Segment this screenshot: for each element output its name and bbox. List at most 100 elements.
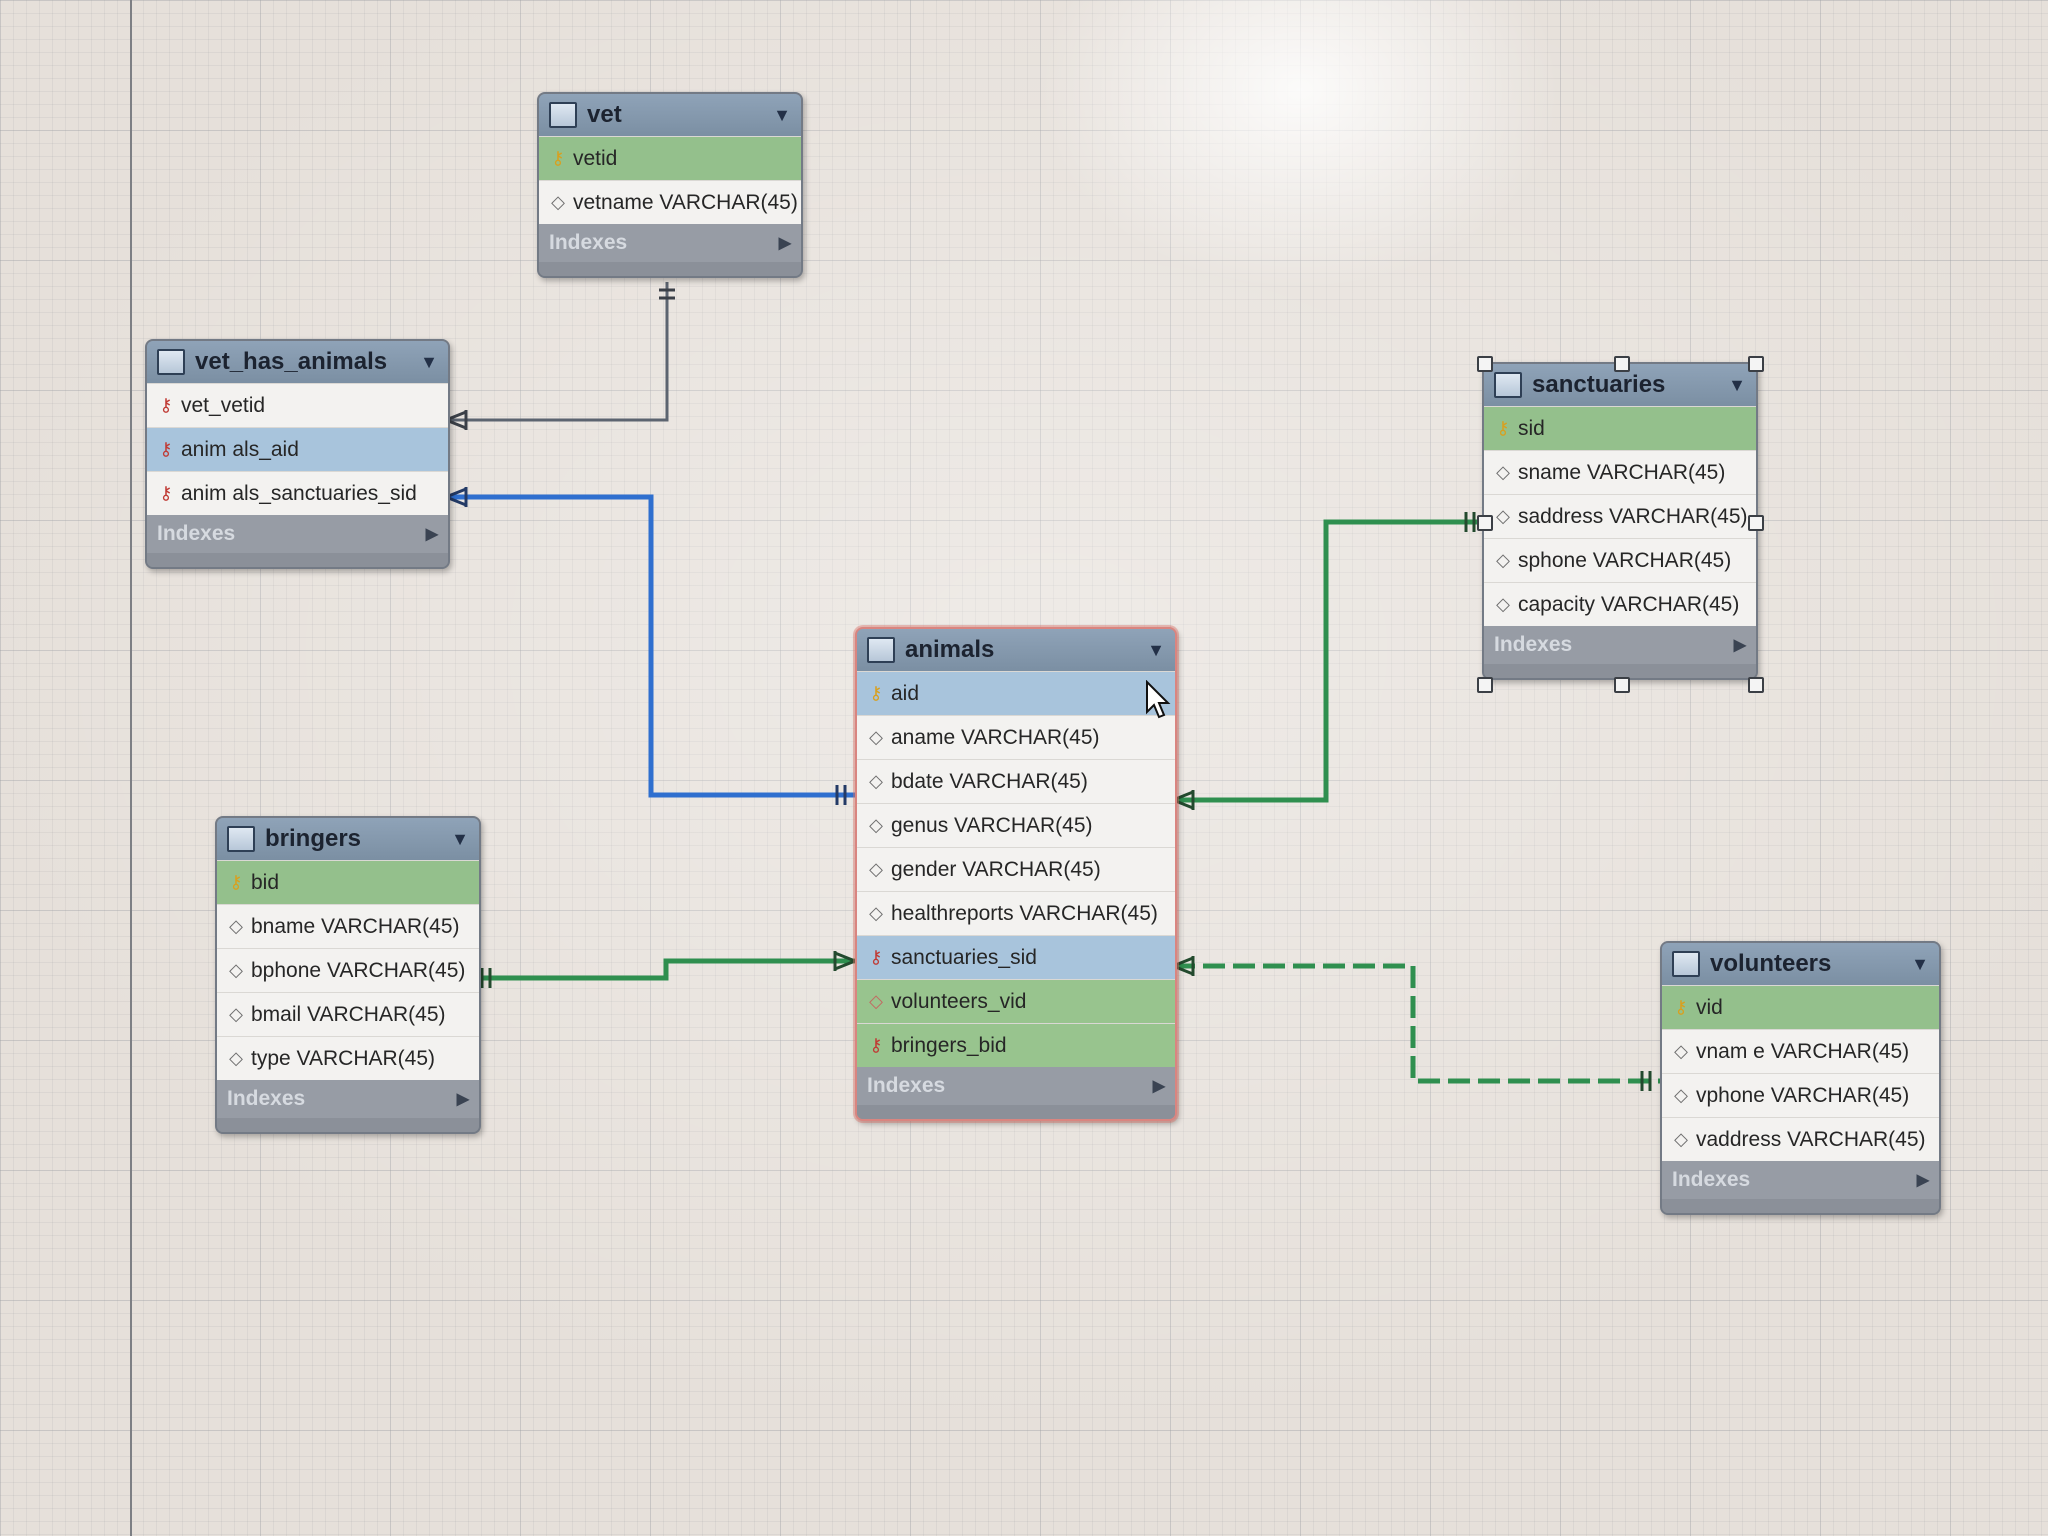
resize-handle-middle-left[interactable] (1477, 515, 1493, 531)
column-row[interactable]: ◇saddress VARCHAR(45) (1484, 494, 1756, 538)
column-row[interactable]: ◇genus VARCHAR(45) (857, 803, 1175, 847)
diamond-icon: ◇ (229, 1048, 243, 1068)
column-row[interactable]: ◇bname VARCHAR(45) (217, 904, 479, 948)
column-name: gender VARCHAR(45) (891, 857, 1101, 881)
resize-handle-bottom-center[interactable] (1614, 677, 1630, 693)
foreign-key-icon: ⚷ (869, 947, 883, 967)
table-footer (1662, 1199, 1939, 1213)
relationship-animals-vet-has-animals[interactable] (445, 487, 855, 805)
triangle-right-icon[interactable]: ▶ (456, 1091, 469, 1108)
column-row[interactable]: ⚷anim als_aid (147, 427, 448, 471)
column-row[interactable]: ⚷aid (857, 671, 1175, 715)
table-title: animals (905, 636, 995, 663)
triangle-down-icon[interactable]: ▼ (1911, 953, 1929, 974)
table-header[interactable]: sanctuaries▼ (1484, 364, 1756, 406)
table-header[interactable]: bringers ▼ (217, 818, 479, 860)
table-header[interactable]: vet▼ (539, 94, 801, 136)
diamond-icon: ◇ (869, 991, 883, 1011)
indexes-section[interactable]: Indexes▶ (539, 224, 801, 262)
table-header[interactable]: animals ▼ (857, 629, 1175, 671)
column-row[interactable]: ◇healthreports VARCHAR(45) (857, 891, 1175, 935)
indexes-section[interactable]: Indexes▶ (1662, 1161, 1939, 1199)
triangle-down-icon[interactable]: ▼ (1728, 374, 1746, 395)
relationship-bringers-animals[interactable] (477, 951, 856, 988)
column-row[interactable]: ◇bphone VARCHAR(45) (217, 948, 479, 992)
column-row[interactable]: ◇ gender VARCHAR(45) (857, 847, 1175, 891)
indexes-section[interactable]: Indexes▶ (217, 1080, 479, 1118)
triangle-right-icon[interactable]: ▶ (1916, 1172, 1929, 1189)
resize-handle-bottom-right[interactable] (1748, 677, 1764, 693)
column-row[interactable]: ◇vetname VARCHAR(45) (539, 180, 801, 224)
column-row[interactable]: ⚷bringers_bid (857, 1023, 1175, 1067)
key-icon: ⚷ (1674, 997, 1688, 1017)
resize-handle-middle-right[interactable] (1748, 515, 1764, 531)
column-name: type VARCHAR(45) (251, 1046, 435, 1070)
triangle-down-icon[interactable]: ▼ (420, 351, 438, 372)
diamond-icon: ◇ (869, 859, 883, 879)
resize-handle-bottom-left[interactable] (1477, 677, 1493, 693)
column-row[interactable]: ◇aname VARCHAR(45) (857, 715, 1175, 759)
table-bringers[interactable]: bringers ▼ ⚷bid◇bname VARCHAR(45)◇bphone V… (215, 816, 481, 1134)
relationship-volunteers-animals[interactable] (1172, 956, 1660, 1091)
table-footer (539, 262, 801, 276)
triangle-down-icon[interactable]: ▼ (773, 104, 791, 125)
indexes-section[interactable]: Indexes ▶ (857, 1067, 1175, 1105)
column-row[interactable]: ⚷sanctuaries_sid (857, 935, 1175, 979)
table-icon (1494, 372, 1522, 398)
relationship-sanctuaries-animals[interactable] (1172, 512, 1482, 810)
column-row[interactable]: ⚷vid (1662, 985, 1939, 1029)
column-row[interactable]: ◇sphone VARCHAR(45) (1484, 538, 1756, 582)
indexes-label: Indexes (157, 522, 236, 545)
table-volunteers[interactable]: volunteers ▼ ⚷vid◇vnam e VARCHAR(45)◇vphon… (1660, 941, 1941, 1215)
table-vet-has-animals[interactable]: vet_has_animals▼⚷vet_vetid⚷anim als_aid⚷… (145, 339, 450, 569)
column-row[interactable]: ◇ type VARCHAR(45) (217, 1036, 479, 1080)
column-row[interactable]: ◇vphone VARCHAR(45) (1662, 1073, 1939, 1117)
table-sanctuaries[interactable]: sanctuaries▼⚷sid◇sname VARCHAR(45)◇saddr… (1482, 362, 1758, 680)
column-row[interactable]: ◇vnam e VARCHAR(45) (1662, 1029, 1939, 1073)
triangle-right-icon[interactable]: ▶ (1152, 1078, 1165, 1095)
table-animals[interactable]: animals▼⚷aid◇aname VARCHAR(45)◇bdate VAR… (855, 627, 1177, 1121)
column-name: sname VARCHAR(45) (1518, 460, 1726, 484)
resize-handle-top-left[interactable] (1477, 356, 1493, 372)
indexes-section[interactable]: Indexes ▶ (147, 515, 448, 553)
triangle-down-icon[interactable]: ▼ (1147, 639, 1165, 660)
resize-handle-top-right[interactable] (1748, 356, 1764, 372)
column-row[interactable]: ⚷sid (1484, 406, 1756, 450)
indexes-section[interactable]: Indexes ▶ (1484, 626, 1756, 664)
column-row[interactable]: ◇bdate VARCHAR(45) (857, 759, 1175, 803)
relationship-vet-vet-has-animals[interactable] (445, 282, 675, 430)
table-footer (217, 1118, 479, 1132)
column-row[interactable]: ◇bmail VARCHAR(45) (217, 992, 479, 1036)
mouse-pointer-icon (1146, 680, 1171, 719)
key-icon: ⚷ (1496, 418, 1510, 438)
column-row[interactable]: ⚷vet_vetid (147, 383, 448, 427)
diamond-icon: ◇ (1496, 550, 1510, 570)
indexes-label: Indexes (867, 1074, 946, 1097)
triangle-right-icon[interactable]: ▶ (1733, 637, 1746, 654)
column-row[interactable]: ⚷bid (217, 860, 479, 904)
triangle-right-icon[interactable]: ▶ (425, 526, 438, 543)
column-name: vetid (573, 146, 618, 170)
triangle-down-icon[interactable]: ▼ (451, 828, 469, 849)
column-name: aname VARCHAR(45) (891, 725, 1100, 749)
column-row[interactable]: ◇sname VARCHAR(45) (1484, 450, 1756, 494)
table-title: bringers (265, 825, 362, 852)
table-header[interactable]: vet_has_animals▼ (147, 341, 448, 383)
column-row[interactable]: ◇ volunteers_vid (857, 979, 1175, 1023)
column-name: volunteers_vid (891, 989, 1027, 1013)
column-name: healthreports VARCHAR(45) (891, 901, 1158, 925)
diamond-icon: ◇ (869, 771, 883, 791)
indexes-label: Indexes (1494, 633, 1573, 656)
column-name: capacity VARCHAR(45) (1518, 592, 1740, 616)
table-icon (1672, 951, 1700, 977)
column-row[interactable]: ⚷vetid (539, 136, 801, 180)
resize-handle-top-center[interactable] (1614, 356, 1630, 372)
table-title: volunteers (1710, 950, 1832, 977)
column-row[interactable]: ◇vaddress VARCHAR(45) (1662, 1117, 1939, 1161)
table-vet[interactable]: vet▼⚷vetid◇vetname VARCHAR(45)Indexes▶ (537, 92, 803, 278)
column-row[interactable]: ⚷anim als_sanctuaries_sid (147, 471, 448, 515)
table-header[interactable]: volunteers ▼ (1662, 943, 1939, 985)
column-row[interactable]: ◇capacity VARCHAR(45) (1484, 582, 1756, 626)
triangle-right-icon[interactable]: ▶ (778, 235, 791, 252)
